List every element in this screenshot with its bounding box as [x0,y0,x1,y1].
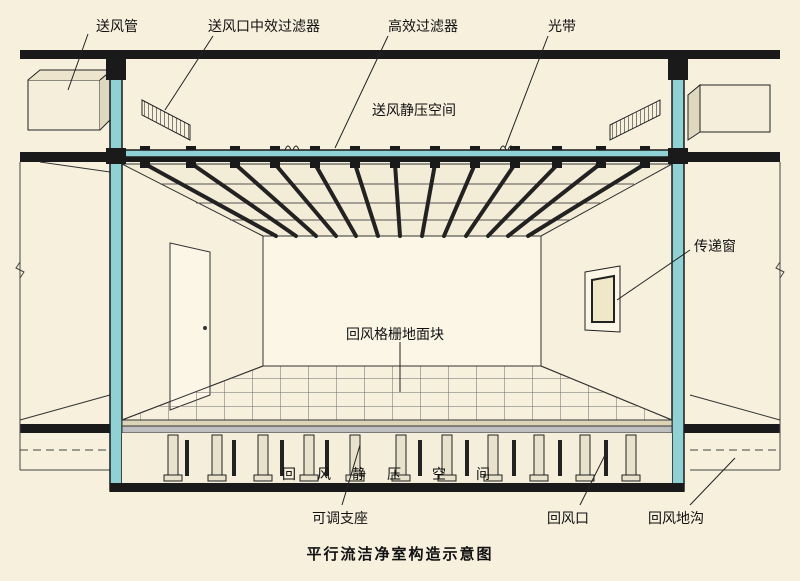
label-return-grille-floor: 回风格栅地面块 [346,327,444,343]
label-supply-duct: 送风管 [96,19,138,35]
label-pass-window: 传递窗 [694,239,736,255]
label-return-plenum-char: 回 [282,467,296,483]
label-return-trench: 回风地沟 [648,511,704,527]
door [169,242,211,411]
pass-window [584,265,621,333]
label-supply-plenum: 送风静压空间 [372,103,456,119]
label-return-plenum-char: 间 [476,467,490,483]
label-return-plenum-char: 静 [352,467,366,483]
supply-duct-right [687,83,771,141]
label-hepa-filter: 高效过滤器 [388,19,458,35]
room-perspective [19,161,781,421]
label-supply-outlet-medium-filter: 送风口中效过滤器 [208,19,320,35]
medium-filter-vent-left [141,99,191,141]
label-return-outlet: 回风口 [547,511,589,527]
return-plenum [110,433,684,492]
label-return-plenum-char: 空 [432,467,446,483]
supply-duct-left [27,68,114,131]
figure-caption: 平行流洁净室构造示意图 [306,545,494,563]
label-adjustable-support: 可调支座 [312,511,368,527]
label-light-strip: 光带 [548,19,576,35]
medium-filter-vent-right [609,99,661,141]
label-return-plenum-char: 风 [317,467,331,483]
cleanroom-walls [106,58,688,492]
label-return-plenum-char: 压 [387,467,401,483]
leader-lines [67,33,736,506]
